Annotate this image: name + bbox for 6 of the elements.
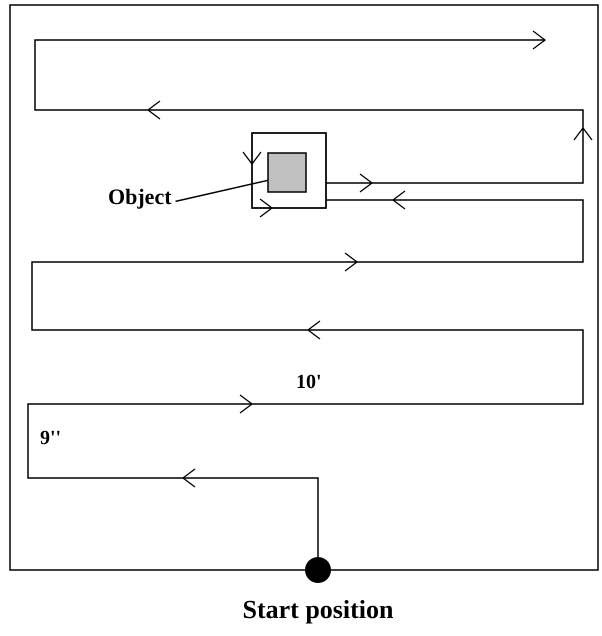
- dimension-label: 10': [296, 372, 322, 392]
- dimension-label: 9'': [40, 428, 62, 448]
- start-caption: Start position: [242, 597, 394, 623]
- object-label: Object: [108, 186, 172, 208]
- object-square: [267, 152, 307, 193]
- start-dot: [305, 557, 331, 583]
